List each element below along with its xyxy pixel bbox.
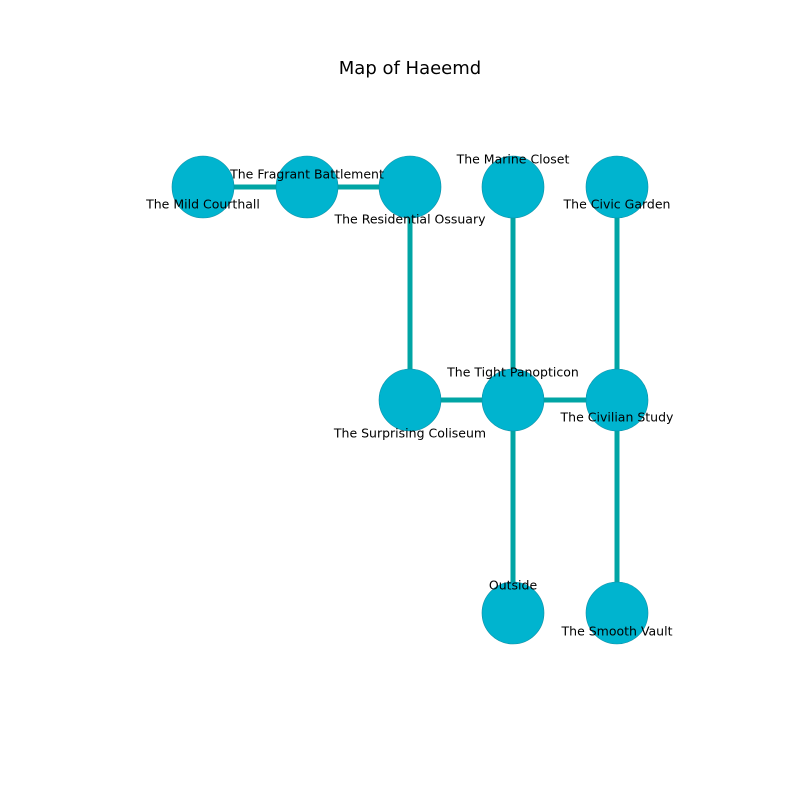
- map-title: Map of Haeemd: [339, 58, 481, 79]
- room-node-tight-panopticon: [481, 368, 545, 432]
- room-node-smooth-vault: [585, 581, 649, 645]
- room-label-civic-garden: The Civic Garden: [563, 197, 671, 212]
- room-label-residential-ossuary: The Residential Ossuary: [333, 212, 486, 227]
- room-label-mild-courthall: The Mild Courthall: [145, 197, 260, 212]
- room-node-outside: [481, 581, 545, 645]
- room-labels-layer: The Mild Courthall The Fragrant Battlemen…: [145, 152, 674, 639]
- room-node-residential-ossuary: [378, 155, 442, 219]
- room-label-surprising-coliseum: The Surprising Coliseum: [333, 426, 486, 441]
- rooms-layer: [171, 155, 649, 645]
- room-label-smooth-vault: The Smooth Vault: [561, 624, 673, 639]
- room-label-outside: Outside: [489, 578, 538, 593]
- room-label-tight-panopticon: The Tight Panopticon: [446, 365, 579, 380]
- room-label-civilian-study: The Civilian Study: [560, 410, 674, 425]
- room-node-fragrant-battlement: [275, 155, 339, 219]
- room-label-fragrant-battlement: The Fragrant Battlement: [229, 167, 384, 182]
- room-node-civic-garden: [585, 155, 649, 219]
- connections-layer: [203, 184, 620, 613]
- room-node-mild-courthall: [171, 155, 235, 219]
- room-label-marine-closet: The Marine Closet: [456, 152, 570, 167]
- room-node-civilian-study: [585, 368, 649, 432]
- room-node-marine-closet: [481, 155, 545, 219]
- room-node-surprising-coliseum: [378, 368, 442, 432]
